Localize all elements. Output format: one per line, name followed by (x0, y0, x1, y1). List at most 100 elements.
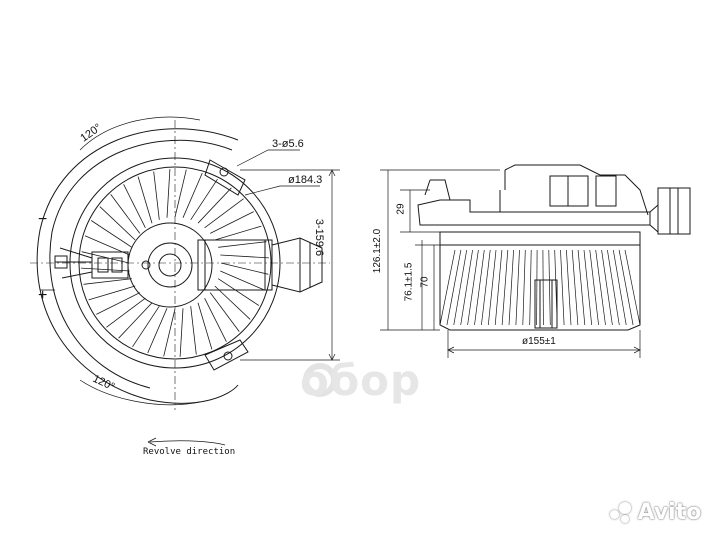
front-view (30, 116, 340, 447)
motor-body (197, 239, 273, 291)
side-blade (583, 249, 593, 326)
revolve-direction-label: Revolve direction (143, 447, 236, 457)
side-blade (446, 249, 462, 326)
avito-text: Avito (637, 500, 702, 525)
side-blade (560, 249, 565, 326)
center-brand-watermark: oбop (300, 356, 422, 405)
blade (190, 306, 197, 355)
blade (190, 178, 218, 221)
blade (96, 292, 140, 315)
side-blade (595, 249, 606, 326)
side-blade (618, 249, 634, 326)
hub-center (158, 253, 182, 277)
side-blade (566, 249, 572, 326)
blade (90, 220, 133, 248)
side-blade (494, 249, 503, 326)
side-blade (481, 249, 491, 326)
avito-watermark: Avito (610, 500, 701, 525)
blade (217, 278, 260, 306)
blade (209, 292, 240, 332)
mount-lug-top (204, 159, 246, 196)
side-blade (474, 249, 485, 326)
blade (220, 262, 269, 275)
holes-label: 3-ø5.6 (272, 138, 304, 150)
side-blade (577, 249, 586, 326)
motor-top (504, 164, 649, 216)
motor-connector (271, 237, 323, 293)
blade (204, 198, 244, 229)
flange (417, 199, 651, 226)
height-total-label: 126.1±2.0 (372, 228, 384, 274)
blade (83, 278, 132, 285)
height-mid-label: 76.1±1.5 (403, 262, 415, 302)
hub-mid (147, 242, 193, 288)
side-blade (439, 249, 456, 326)
blade (106, 297, 146, 328)
side-blade (467, 249, 479, 326)
side-blade (607, 249, 620, 326)
side-view (380, 164, 691, 358)
blade (220, 270, 266, 291)
revolve-arrow (149, 440, 226, 446)
side-blade (548, 249, 551, 326)
side-blade (612, 249, 627, 326)
side-blade (542, 249, 544, 326)
side-blade (453, 249, 468, 326)
blade (220, 254, 269, 259)
blade (214, 285, 251, 320)
blade (118, 302, 153, 339)
blade (218, 241, 267, 248)
impeller-blades (81, 169, 269, 357)
side-blade (515, 249, 520, 326)
side-blade (571, 249, 579, 326)
blade (174, 169, 187, 218)
scroll-housing-inner (49, 139, 233, 389)
height-fan-label: 70 (419, 276, 431, 288)
outer-diameter-label: ø184.3 (288, 174, 323, 186)
blade (214, 225, 262, 241)
shaft (534, 279, 558, 329)
blade (88, 285, 136, 301)
side-blade (487, 249, 497, 326)
blade (166, 169, 171, 218)
plus-marker: + (38, 287, 48, 304)
fan-diameter-label: ø155±1 (522, 336, 556, 347)
scroll-housing (36, 128, 239, 404)
side-blade (501, 249, 509, 326)
hub-outer (127, 222, 213, 308)
blade (153, 171, 160, 220)
blade (123, 184, 146, 228)
blade (132, 305, 160, 348)
flange-connector (657, 187, 691, 235)
blade (210, 211, 254, 234)
avito-logo-icon (610, 501, 632, 524)
side-blade (589, 249, 599, 326)
wire-connector (91, 251, 129, 279)
side-blade (508, 249, 514, 326)
bolt-circle-label: 3-159.6 (313, 218, 326, 257)
blade (137, 176, 153, 224)
blade (179, 308, 184, 357)
side-blade (460, 249, 473, 326)
blade (81, 251, 130, 264)
blade (99, 206, 136, 241)
side-blade (624, 249, 641, 326)
mount-lug-bottom (204, 339, 249, 371)
minus-marker: − (38, 211, 48, 228)
side-blade (529, 249, 532, 326)
side-blade (522, 249, 526, 326)
blade (182, 172, 203, 218)
blade (163, 308, 176, 357)
blade (110, 194, 141, 234)
center-watermark-logo (303, 363, 337, 397)
blade (204, 298, 227, 342)
blade (197, 187, 232, 224)
fan-blades-side (439, 249, 641, 326)
blade (197, 302, 213, 350)
side-blade (536, 249, 538, 326)
blade (147, 308, 168, 354)
side-blade (601, 249, 613, 326)
hub-bolt (141, 260, 151, 270)
top-cap (549, 175, 589, 207)
